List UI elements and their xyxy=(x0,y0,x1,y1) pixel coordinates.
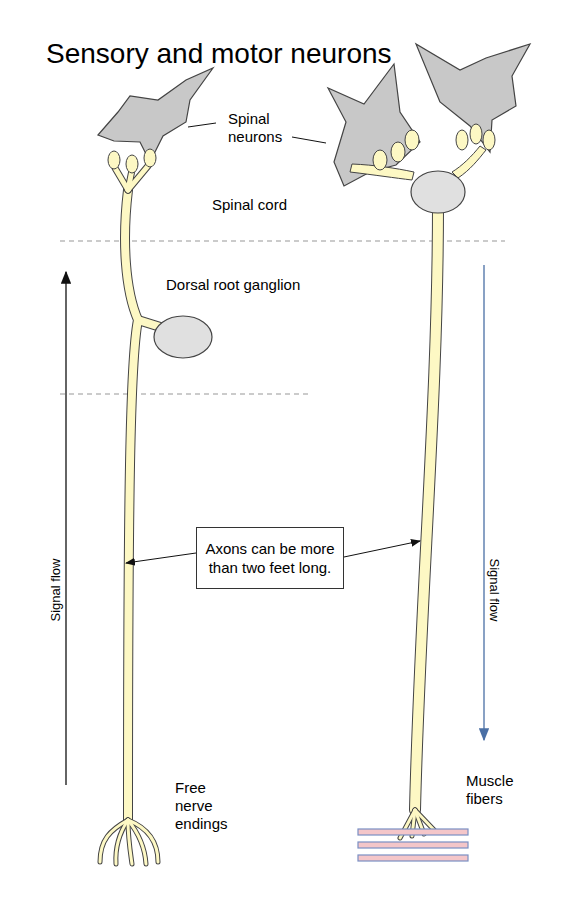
region-label: Spinal cord xyxy=(212,196,322,214)
signal-arrow xyxy=(65,272,66,785)
part-label: Muscle fibers xyxy=(466,772,528,808)
ganglion-cell-body xyxy=(154,316,212,358)
callout-arrow xyxy=(126,553,196,563)
leader-line xyxy=(292,137,326,143)
motor-neuron xyxy=(400,205,438,838)
diagram-title: Sensory and motor neurons xyxy=(46,38,392,70)
signal-label: Signal flow xyxy=(485,540,503,640)
callout-text: Axons can be more than two feet long. xyxy=(203,539,337,577)
spinal-neuron xyxy=(416,44,530,152)
part-label: Spinal neurons xyxy=(228,110,298,146)
part-label: Dorsal root ganglion xyxy=(166,276,336,294)
muscle-fiber xyxy=(358,829,468,861)
callout-arrow xyxy=(344,541,420,557)
spinal-neuron xyxy=(328,64,420,186)
sensory-neuron xyxy=(100,166,170,864)
signal-arrow xyxy=(483,265,484,740)
motor-cell-body xyxy=(411,171,465,213)
part-label: Free nerve endings xyxy=(175,779,237,833)
callout-box: Axons can be more than two feet long. xyxy=(196,527,344,589)
leader-line xyxy=(188,123,216,127)
signal-label: Signal flow xyxy=(47,540,65,640)
synapse-terminal xyxy=(350,124,495,180)
ganglion-boundary xyxy=(60,393,310,395)
spinal-neuron xyxy=(98,68,213,162)
synapse-terminal xyxy=(108,149,156,173)
